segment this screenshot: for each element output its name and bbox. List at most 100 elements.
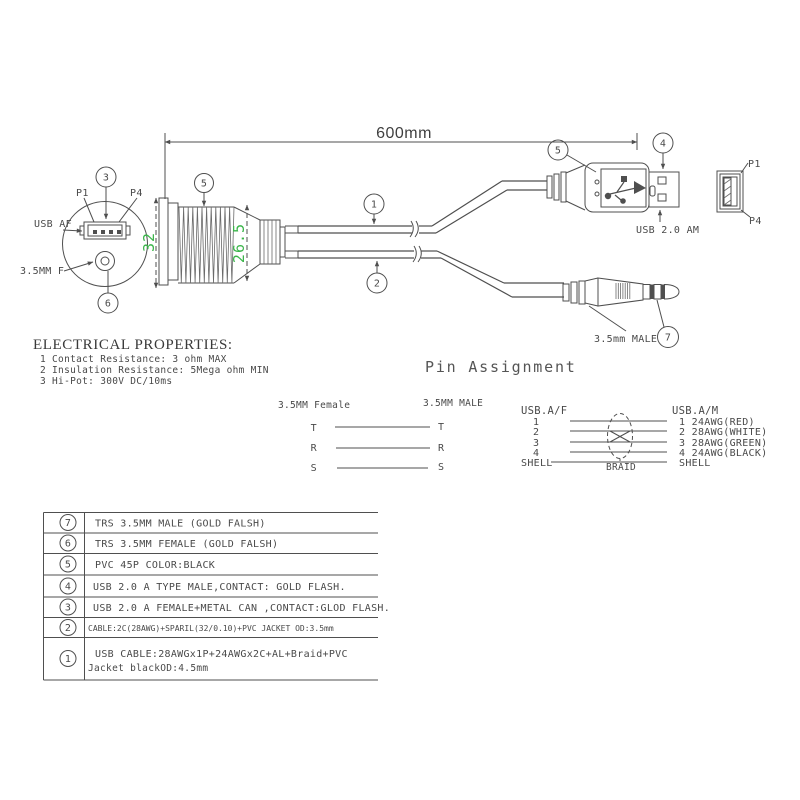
pin-assignment-usb: USB.A/F USB.A/M 1 2 3 4 SHELL BRAID 1 24… <box>521 405 768 473</box>
bom-desc-2: CABLE:2C(28AWG)+SPARIL(32/0.10)+PVC JACK… <box>88 624 334 633</box>
trs-right-r: R <box>438 443 445 454</box>
audio-strain-rib-1 <box>562 283 570 302</box>
bom-no-7: 7 <box>65 518 71 529</box>
dim-600-text: 600mm <box>376 125 432 142</box>
bom-callout-2 <box>59 619 77 636</box>
twisted-pair-ellipse <box>607 413 633 459</box>
rear-cap <box>279 226 286 258</box>
usb-face-pin4-leader <box>740 209 751 218</box>
usb-overmold-dot-1 <box>594 179 600 185</box>
electrical-item-3: 3 Hi-Pot: 300V DC/10ms <box>40 376 172 387</box>
usb-face-pin1-label: P1 <box>748 159 761 170</box>
audio-jack-outline <box>95 251 115 271</box>
trs-left-t: T <box>311 423 317 434</box>
usb-right-pin-1: 1 24AWG(RED) <box>679 417 755 428</box>
bom-desc-1b: Jacket blackOD:4.5mm <box>88 663 208 674</box>
usb-strain-rib-2 <box>553 173 560 201</box>
bom-table: 7 TRS 3.5MM MALE (GOLD FALSH) 6 TRS 3.5M… <box>43 512 390 681</box>
usb-right-pin-3: 3 28AWG(GREEN) <box>679 438 768 449</box>
usb-face-outer <box>716 170 744 213</box>
bom-callout-5 <box>59 555 77 573</box>
rear-ribs-body <box>259 219 281 265</box>
audio-plug-knurl <box>615 283 631 299</box>
usb-face-pin4-label: P4 <box>749 216 762 227</box>
usb-left-pin-4: 4 <box>533 448 539 459</box>
callout-2-label: 2 <box>374 279 380 290</box>
jack-f-label: 3.5MM F <box>20 266 64 277</box>
audio-boot-taper-bottom <box>584 302 599 307</box>
side-view: 32 26.5 5 <box>140 173 299 289</box>
audio-plug-body <box>597 277 644 307</box>
electrical-item-1: 1 Contact Resistance: 3 ohm MAX <box>40 354 227 365</box>
audio-cable-lines <box>298 250 564 298</box>
usb-overmold-dot-2 <box>594 191 600 197</box>
audio-plug: 3.5mm MALE 7 <box>562 277 680 348</box>
electrical-title: ELECTRICAL PROPERTIES: <box>33 337 233 353</box>
audio-plug-label: 3.5mm MALE <box>594 334 657 345</box>
usb-shell-hole-top <box>657 176 667 185</box>
usb-wiring-lines <box>551 420 667 463</box>
usb-strain-rib-1 <box>546 175 553 199</box>
bom-no-6: 6 <box>65 539 71 550</box>
dim-26-5-text: 26.5 <box>230 223 248 263</box>
bom-callout-6 <box>59 534 77 552</box>
jack-f-arrow <box>63 261 94 272</box>
callout-6-label: 6 <box>105 299 111 310</box>
panel-face-circle <box>62 201 148 287</box>
usb-af-label: USB AF <box>34 219 72 230</box>
bom-desc-6: TRS 3.5MM FEMALE (GOLD FALSH) <box>95 539 278 550</box>
usb-right-pin-shell: SHELL <box>679 458 711 469</box>
bom-callout-3 <box>59 598 77 616</box>
front-pin4-leader <box>118 197 138 223</box>
usb-boot-taper-top <box>565 164 586 174</box>
audio-strain-rib-3 <box>578 280 586 305</box>
pin-assignment-title: Pin Assignment <box>425 358 577 376</box>
callout-5b-label: 5 <box>555 146 561 157</box>
usb-right-pin-4: 4 24AWG(BLACK) <box>679 448 768 459</box>
dim-32-text: 32 <box>140 232 158 252</box>
usb-left-pin-shell: SHELL <box>521 458 553 469</box>
audio-ring-2 <box>653 284 662 300</box>
trs-left-header: 3.5MM Female <box>278 400 350 411</box>
flange-outer <box>158 197 169 286</box>
audio-ring-1 <box>642 284 651 300</box>
bom-callout-1 <box>59 650 77 667</box>
callout-5b-circle <box>547 139 569 161</box>
usb-receptacle-cavity <box>87 224 123 237</box>
bom-table-grid <box>43 512 378 681</box>
electrical-item-2: 2 Insulation Resistance: 5Mega ohm MIN <box>40 365 269 376</box>
usb-cable-lines <box>298 180 547 234</box>
bom-desc-7: TRS 3.5MM MALE (GOLD FALSH) <box>95 519 266 530</box>
usb-left-pin-1: 1 <box>533 417 539 428</box>
usb-face-mid <box>719 173 741 210</box>
audio-plug-tip <box>664 283 680 300</box>
usb-am-label: USB 2.0 AM <box>636 225 699 236</box>
audio-boot-taper-top <box>584 277 599 282</box>
front-view: 3 6 P1 P4 USB AF 3.5MM F <box>20 166 148 314</box>
usb-af-arrow <box>62 228 83 233</box>
cables: 1 2 <box>298 180 564 298</box>
front-pin4-label: P4 <box>130 188 143 199</box>
pin-assignment-trs: Pin Assignment 3.5MM Female 3.5MM MALE T… <box>278 358 577 474</box>
rear-ribs-lines <box>263 220 277 264</box>
usb-face-contact-bar <box>723 177 732 206</box>
trs-right-header: 3.5MM MALE <box>423 398 483 409</box>
thread-zigzag <box>178 206 235 284</box>
bom-desc-5: PVC 45P COLOR:BLACK <box>95 560 215 571</box>
callout-3-label: 3 <box>103 173 109 184</box>
usb-a-face-view: P1 P4 <box>716 159 762 227</box>
usb-left-pin-2: 2 <box>533 427 539 438</box>
bom-no-2: 2 <box>65 623 71 634</box>
usb-cable-break-mark <box>409 220 419 238</box>
bom-callout-4 <box>59 577 77 595</box>
twisted-pair-cross <box>609 430 631 443</box>
flange-step <box>167 202 179 281</box>
usb-face-hatch <box>723 178 732 206</box>
electrical-properties: ELECTRICAL PROPERTIES: 1 Contact Resista… <box>33 337 269 387</box>
callout-7-label: 7 <box>665 333 671 344</box>
usb-receptacle-contacts <box>93 230 121 234</box>
usb-strain-rib-3 <box>560 171 567 203</box>
front-pin1-leader <box>83 197 95 223</box>
callout-7-leader <box>656 299 665 328</box>
callout-4-label: 4 <box>660 139 666 150</box>
